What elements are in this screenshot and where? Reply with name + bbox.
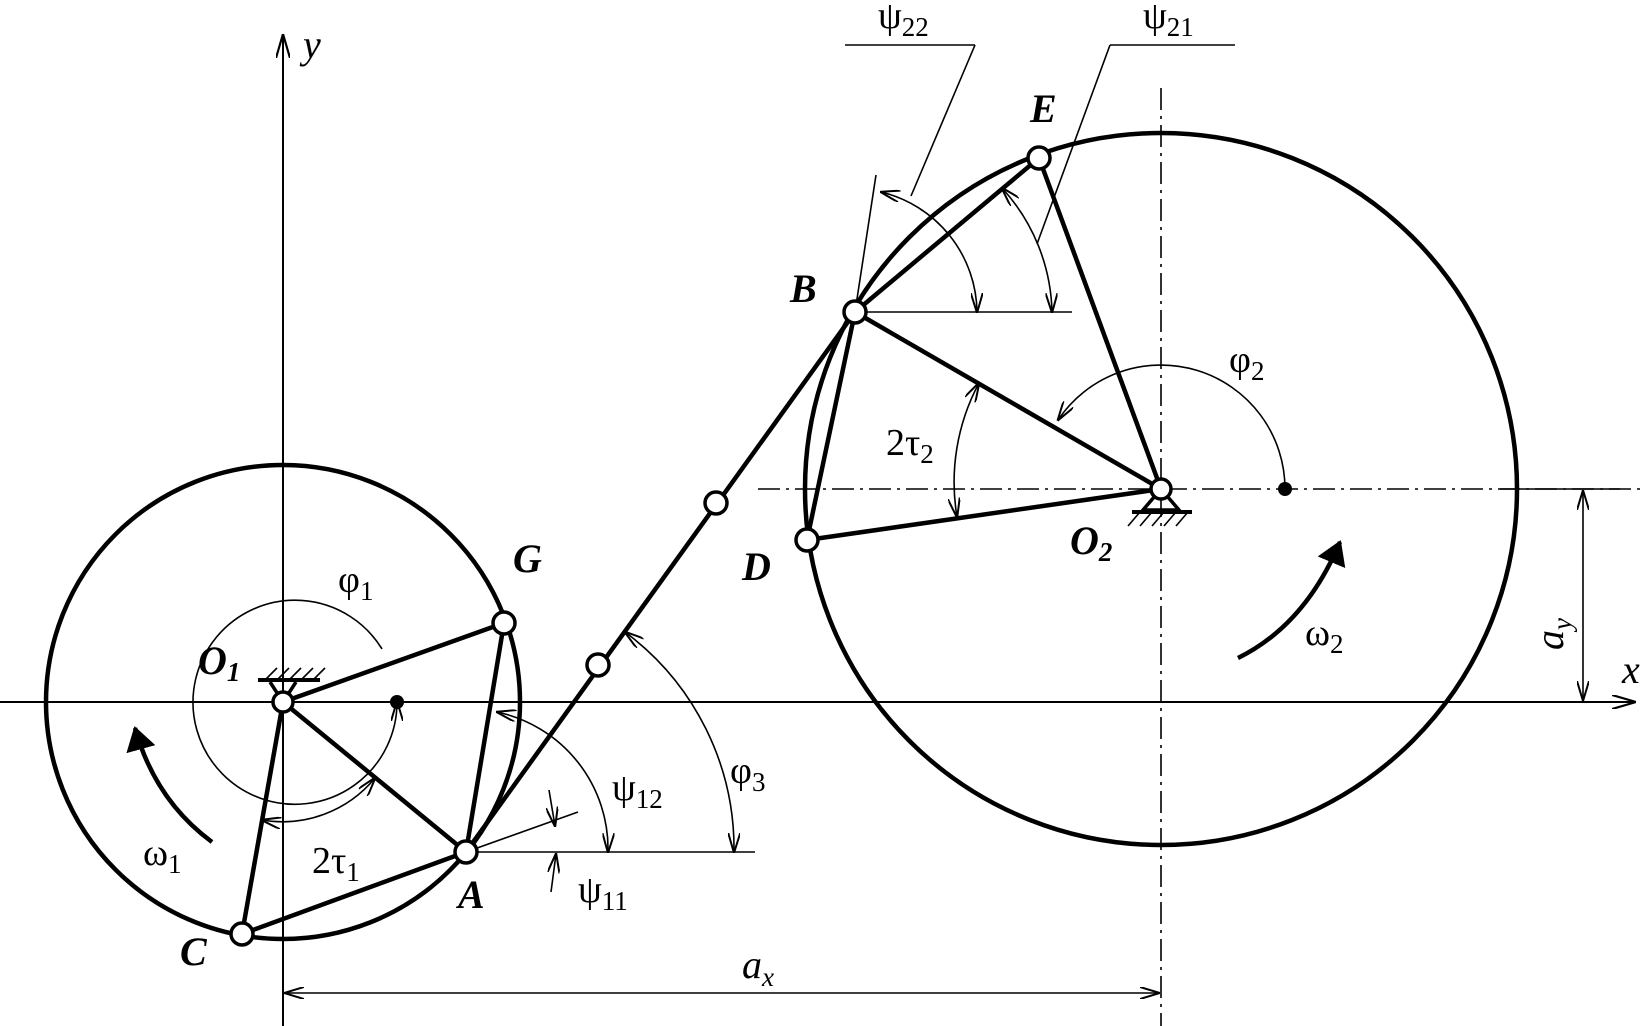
ref-tangent-at-b: [854, 174, 877, 313]
label-psi12: ψ12: [612, 767, 663, 814]
arc-tau1: [262, 778, 375, 822]
label-psi11: ψ11: [578, 869, 628, 916]
arc-phi2: [1058, 364, 1286, 490]
arrow-psi11-bottom: [551, 854, 556, 893]
joint-o2: [1149, 477, 1173, 501]
joint-c: [229, 921, 255, 947]
label-o1: O1: [198, 638, 240, 687]
label-x-axis: x: [1621, 647, 1640, 692]
joint-mid-lower: [585, 652, 611, 678]
omega2-arrow: [1237, 540, 1346, 661]
link-d-o2: [806, 486, 1162, 543]
label-a: A: [455, 872, 485, 917]
label-d: D: [741, 544, 771, 589]
angle-labels: φ1 φ2 φ3 ψ11 ψ12 ψ21 ψ22 2τ1 2τ2 ω1 ω2: [143, 0, 1344, 916]
joint-o1: [271, 690, 295, 714]
arc-psi12: [497, 712, 608, 852]
link-b-d: [804, 311, 858, 541]
link-a-b: [464, 310, 857, 854]
reference-lines: [465, 44, 1235, 853]
label-b: B: [789, 266, 817, 311]
leader-psi22: [910, 44, 976, 197]
link-o1-g: [282, 620, 505, 705]
joint-d: [794, 527, 820, 553]
arc-phi3: [625, 632, 734, 852]
joint-b: [842, 299, 868, 325]
joints: [229, 145, 1173, 947]
label-tau1: 2τ1: [312, 840, 360, 887]
phi2-dot: [1278, 482, 1292, 496]
label-o2: O2: [1070, 518, 1112, 567]
label-omega1: ω1: [143, 832, 182, 879]
joint-mid-upper: [703, 490, 729, 516]
support-o2: [1127, 486, 1192, 527]
label-psi22: ψ22: [878, 0, 929, 42]
joint-g: [491, 610, 517, 636]
link-o1-c: [239, 701, 286, 935]
linkages: [239, 156, 1164, 937]
link-c-a: [241, 849, 467, 937]
phi1-dot: [390, 695, 404, 709]
arc-tau2: [954, 383, 979, 517]
omega1-arrow: [126, 726, 214, 844]
arrow-psi11-top: [549, 789, 555, 826]
label-c: C: [180, 929, 208, 974]
label-y-axis: y: [299, 22, 321, 67]
angle-arcs: [192, 188, 1292, 893]
link-e-o2: [1036, 157, 1164, 490]
label-omega2: ω2: [1305, 612, 1344, 659]
dimensions: [285, 488, 1620, 993]
arc-psi22: [881, 192, 977, 312]
label-g: G: [513, 536, 542, 581]
center-lines: [0, 35, 1640, 1026]
link-b-o2: [853, 310, 1163, 491]
label-psi21: ψ21: [1143, 0, 1194, 42]
point-labels: O1 O2 A B C D E G: [180, 86, 1112, 974]
circle-1: [43, 462, 523, 942]
joint-a: [453, 839, 479, 865]
link-b-e: [853, 156, 1041, 314]
label-tau2: 2τ2: [886, 422, 934, 469]
leader-psi21: [1036, 44, 1111, 245]
axis-labels: x y ax ay: [299, 22, 1640, 992]
joint-e: [1026, 145, 1052, 171]
label-phi1: φ1: [338, 559, 373, 606]
link-a-g: [463, 622, 507, 853]
label-phi2: φ2: [1229, 339, 1264, 386]
arc-psi21: [1002, 188, 1052, 312]
label-ax: ax: [742, 942, 774, 992]
link-o1-a: [281, 700, 468, 854]
label-phi3: φ3: [730, 750, 765, 797]
label-ay: ay: [1527, 618, 1577, 650]
label-e: E: [1029, 86, 1057, 131]
